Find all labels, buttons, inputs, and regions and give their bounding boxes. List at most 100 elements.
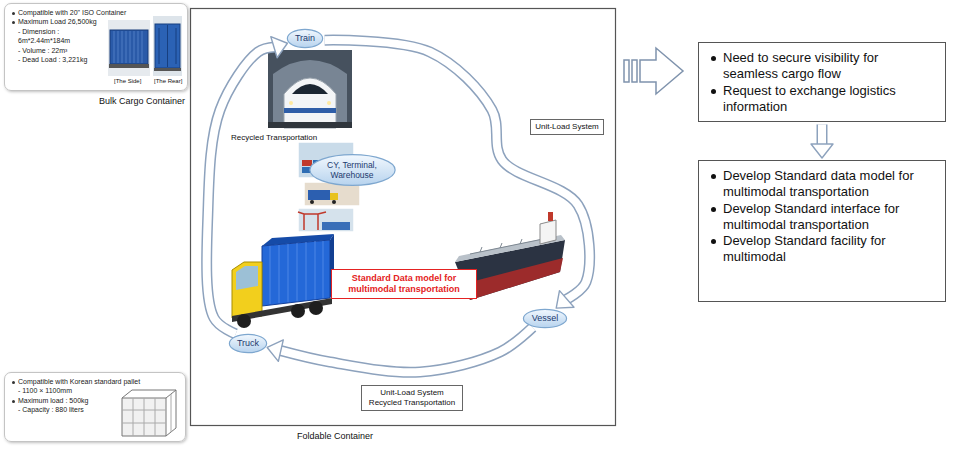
node-text: Request to exchange logistics informatio…: [709, 83, 935, 115]
foldable-container: [122, 390, 176, 436]
truck: [237, 314, 251, 328]
rear-photo: [154, 68, 181, 71]
standard-box: Standard Data model for multimodal trans…: [331, 269, 477, 300]
container-caption: Foldable Container: [296, 431, 374, 441]
flow-arrow: [632, 60, 637, 82]
truck: [236, 266, 258, 290]
flow-arrow: [624, 60, 629, 82]
arrow-outline: [280, 327, 533, 372]
side-photo: [114, 31, 142, 63]
terminal-photos: [308, 190, 330, 200]
node-text: Maximum Load 26,500kg: [11, 17, 109, 26]
arrow-outline: [817, 124, 828, 145]
node-text: - 1100 × 1100mm: [11, 386, 107, 395]
node-text: Develop Standard facility for multimodal: [709, 233, 935, 265]
frame: [191, 9, 616, 426]
vessel: [548, 212, 553, 221]
terminal-photos: [330, 193, 338, 200]
flow-arrow: [624, 48, 683, 94]
node-text: Standard Data model for multimodal trans…: [338, 273, 470, 296]
ellipse-shape: [309, 155, 394, 186]
rear-photo: [153, 16, 182, 76]
arrow-head: [267, 340, 283, 361]
mode-ellipse: Vessel: [523, 309, 567, 328]
flow-arrow: [267, 327, 532, 372]
train: [268, 50, 352, 128]
rear-photo: [155, 24, 180, 68]
train: [273, 60, 347, 128]
node-text: - Dimension : 6m*2.44m*184m: [11, 27, 109, 46]
arrow-head: [271, 37, 288, 58]
train: [292, 84, 328, 94]
side-photo: [109, 64, 149, 68]
mode-ellipse: Train: [287, 29, 323, 48]
terminal-photos: [310, 200, 314, 204]
node-text: Maximum load : 500kg: [11, 396, 107, 405]
ellipse-shape: [229, 334, 266, 352]
side-photo: [108, 20, 150, 76]
node-text: Train: [295, 33, 315, 44]
arrow-head: [556, 291, 574, 309]
side-photo: [108, 20, 150, 76]
side-photo: [110, 30, 148, 64]
foldable-container: [122, 390, 176, 436]
train: [268, 50, 352, 128]
truck: [232, 234, 334, 328]
node-text: Develop Standard data model for multimod…: [709, 168, 935, 200]
vessel: [463, 258, 563, 300]
arrow-head: [811, 144, 833, 158]
train: [289, 101, 293, 105]
vessel: [540, 220, 556, 244]
node-text: - Volume : 22m³: [11, 46, 109, 55]
terminal-photos: [302, 160, 312, 166]
foldable-container: [122, 394, 171, 436]
arrow-body: [280, 327, 533, 372]
requirement-box: Need to secure visibility for seamless c…: [698, 42, 946, 122]
node-text: Truck: [237, 338, 259, 349]
truck: [232, 262, 262, 318]
train: [327, 101, 331, 105]
terminal-photos: [332, 200, 336, 204]
flow-arrow: [207, 37, 288, 334]
photo-caption: [The Rear]: [153, 78, 183, 85]
flow-box: Unit-Load System Recycled Transportation: [361, 385, 463, 410]
terminal-photos: [322, 222, 350, 230]
rear-photo: [153, 16, 182, 76]
flow-box: Unit-Load System: [530, 119, 604, 135]
ellipse-shape: [287, 29, 322, 47]
node-text: Unit-Load System Recycled Transportation: [366, 388, 458, 407]
node-text: Develop Standard interface for multimoda…: [709, 201, 935, 233]
arrow-body: [818, 124, 826, 145]
node-text: - Capacity : 880 liters: [11, 405, 107, 414]
truck: [262, 240, 330, 306]
ellipse-shape: [523, 309, 566, 327]
truck: [270, 241, 323, 304]
node-text: CY, Terminal, Warehouse: [323, 160, 381, 180]
node-text: Vessel: [532, 313, 559, 324]
flow-label: Recycled Transportation: [230, 133, 318, 142]
facility-ellipse: CY, Terminal, Warehouse: [309, 154, 396, 186]
train: [284, 78, 336, 128]
train: [284, 108, 336, 113]
node-text: - Dead Load : 3,221kg: [11, 55, 109, 64]
photo-caption: [The Side]: [113, 78, 142, 85]
mode-ellipse: Truck: [229, 334, 267, 353]
terminal-photos: [298, 212, 326, 230]
rear-photo: [159, 25, 176, 67]
flow-arrow: [811, 124, 833, 158]
truck: [309, 301, 323, 315]
task-box: Develop Standard data model for multimod…: [698, 160, 946, 302]
node-text: Compatible with Korean standard pallet: [11, 377, 179, 386]
flow-arrow: [640, 48, 683, 94]
node-text: Compatible with 20" ISO Container: [11, 8, 181, 17]
node-text: Need to secure visibility for seamless c…: [709, 50, 935, 82]
terminal-photos: [298, 208, 354, 232]
arrow-body: [207, 47, 275, 334]
vessel: [470, 238, 548, 254]
train: [268, 122, 352, 128]
node-text: Unit-Load System: [535, 122, 599, 132]
truck: [291, 304, 305, 318]
spec-box: Compatible with Korean standard pallet- …: [4, 372, 186, 442]
container-caption: Bulk Cargo Container: [98, 96, 186, 106]
